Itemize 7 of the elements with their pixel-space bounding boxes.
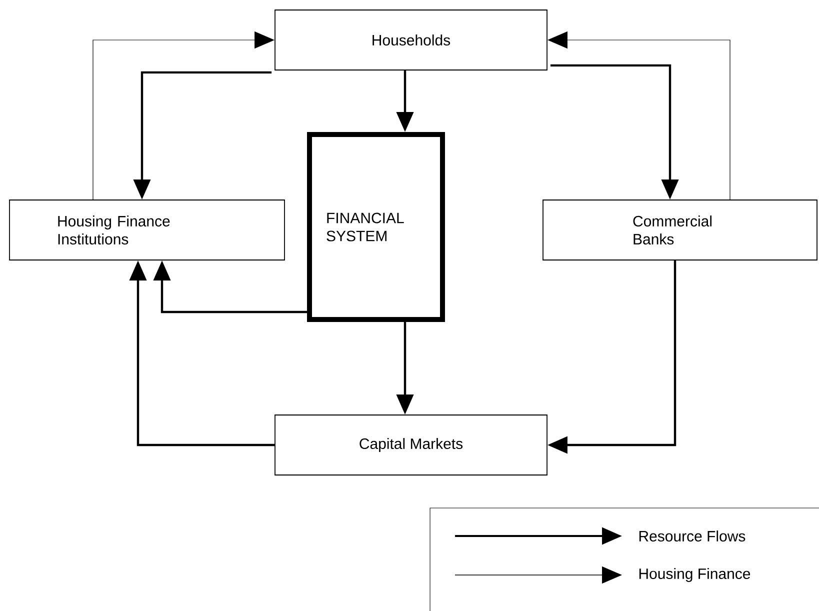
central-box: FINANCIAL SYSTEM [307,132,445,322]
process-box: Capital Markets [274,414,548,476]
process-box: Housing Finance Institutions [9,200,285,260]
legend-label: Resource Flows [639,530,746,542]
legend-label: Housing Finance [639,568,750,582]
process-box: Commercial Banks [542,200,818,260]
process-box: Households [274,10,548,70]
